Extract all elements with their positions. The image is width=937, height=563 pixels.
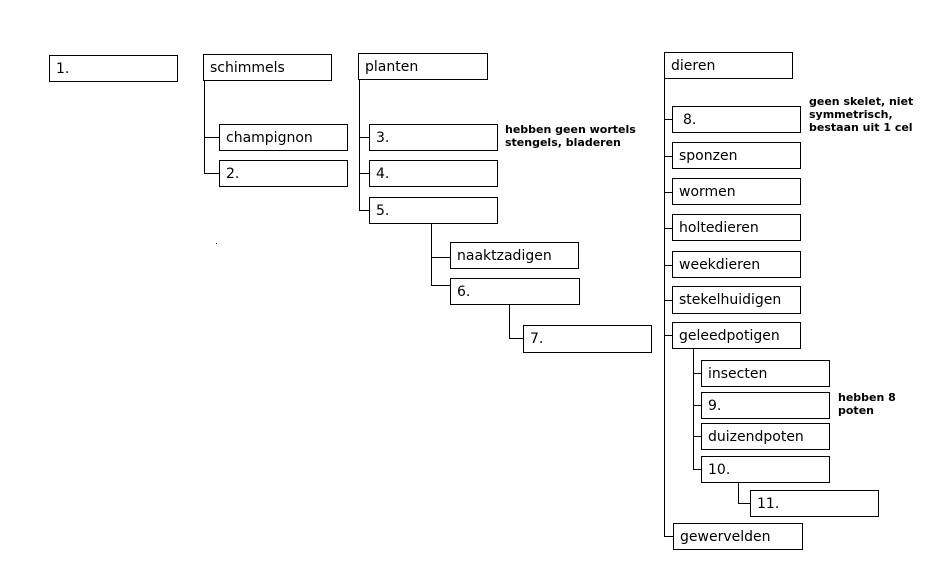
box-naaktzadigen: naaktzadigen bbox=[450, 242, 579, 269]
box-planten: planten bbox=[358, 53, 488, 80]
box-gewervelden: gewervelden bbox=[673, 523, 803, 550]
note-planten: hebben geen wortels stengels, bladeren bbox=[505, 123, 636, 149]
note-poten: hebben 8 poten bbox=[838, 391, 896, 417]
box-wormen: wormen bbox=[672, 178, 801, 205]
box-11: 11. bbox=[750, 490, 879, 517]
box-champignon: champignon bbox=[219, 124, 348, 151]
box-6: 6. bbox=[450, 278, 580, 305]
box-duizendpoten: duizendpoten bbox=[701, 423, 830, 450]
box-schimmels: schimmels bbox=[203, 54, 332, 81]
box-2: 2. bbox=[219, 160, 348, 187]
box-dieren: dieren bbox=[664, 52, 793, 79]
box-holtedieren: holtedieren bbox=[672, 214, 801, 241]
box-stekelhuidigen: stekelhuidigen bbox=[672, 286, 801, 314]
box-sponzen: sponzen bbox=[672, 142, 801, 169]
box-4: 4. bbox=[369, 160, 498, 187]
box-10: 10. bbox=[701, 456, 830, 483]
note-dieren: geen skelet, niet symmetrisch, bestaan u… bbox=[809, 95, 914, 134]
box-8: 8. bbox=[672, 106, 801, 133]
box-5: 5. bbox=[369, 197, 498, 224]
box-geleedpotigen: geleedpotigen bbox=[672, 322, 801, 349]
stray-dot bbox=[216, 243, 217, 244]
box-3: 3. bbox=[369, 124, 498, 151]
box-7: 7. bbox=[523, 325, 652, 353]
box-weekdieren: weekdieren bbox=[672, 251, 801, 278]
box-insecten: insecten bbox=[701, 360, 830, 387]
box-1: 1. bbox=[49, 55, 178, 82]
box-9: 9. bbox=[701, 392, 830, 419]
